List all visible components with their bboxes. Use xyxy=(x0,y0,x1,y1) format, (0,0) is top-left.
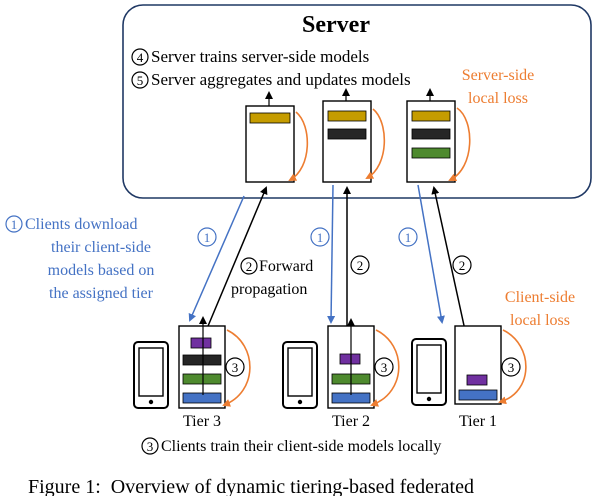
server-layer-gold xyxy=(411,110,451,122)
phone-icon xyxy=(282,341,318,409)
server-loss-loop xyxy=(365,108,386,179)
download-arrow-tier3 xyxy=(188,195,245,322)
step1-number: 1 xyxy=(317,230,324,245)
client-layer-blue xyxy=(182,392,222,404)
server-layer-dark xyxy=(411,128,451,140)
step4-text: Server trains server-side models xyxy=(151,47,369,66)
server-loss-loop xyxy=(448,107,471,181)
step1-number: 1 xyxy=(405,230,412,245)
client-local-loss-line2: local loss xyxy=(510,312,570,329)
tier3-label: Tier 3 xyxy=(183,413,221,430)
client-layer-purple xyxy=(339,353,361,365)
step3-circle-label xyxy=(141,437,159,455)
step1-circle xyxy=(398,227,418,247)
step4-number: 4 xyxy=(137,50,144,65)
client-layer-purple xyxy=(190,337,212,349)
step2-number: 2 xyxy=(357,258,364,273)
tier1-label: Tier 1 xyxy=(459,413,497,430)
forward-line1: Forward xyxy=(259,258,313,275)
tier2-label: Tier 2 xyxy=(332,413,370,430)
phone-icon xyxy=(133,341,169,409)
server-layer-gold xyxy=(327,110,367,122)
step3-number-label: 3 xyxy=(147,439,154,454)
step1-number-label: 1 xyxy=(11,217,18,232)
download-line1: Clients download xyxy=(25,216,137,233)
download-line4: the assigned tier xyxy=(49,285,154,302)
forward-line2: propagation xyxy=(231,281,307,298)
server-layer-green xyxy=(411,147,451,159)
step2-number: 2 xyxy=(459,258,466,273)
server-model-tier3 xyxy=(245,105,295,183)
step2-circle xyxy=(350,255,370,275)
forward-arrow-tier3 xyxy=(202,186,268,339)
server-title: Server xyxy=(302,12,370,38)
server-local-loss-line2: local loss xyxy=(468,90,528,107)
client-local-loss-line1: Client-side xyxy=(505,289,575,306)
step4-circle xyxy=(131,48,149,66)
figure-caption: Figure 1: Overview of dynamic tiering-ba… xyxy=(28,476,474,496)
step5-circle xyxy=(131,71,149,89)
step2-circle-label xyxy=(240,257,258,275)
step3-number: 3 xyxy=(381,360,388,375)
step3-circle xyxy=(225,357,245,377)
step3-circle xyxy=(374,357,394,377)
client-layer-dark xyxy=(182,354,222,366)
download-line3: models based on xyxy=(48,262,155,279)
step5-number: 5 xyxy=(137,73,144,88)
step1-number: 1 xyxy=(204,230,211,245)
download-line2: their client-side xyxy=(51,239,151,256)
server-model-tier2 xyxy=(322,100,372,183)
server-layer-gold xyxy=(249,112,291,124)
server-loss-loop xyxy=(288,111,309,181)
step2-circle xyxy=(452,255,472,275)
phone-icon xyxy=(411,338,447,406)
client-layer-green xyxy=(182,373,222,385)
client-model-tier3 xyxy=(178,325,226,409)
step1-circle xyxy=(197,227,217,247)
step5-text: Server aggregates and updates models xyxy=(151,70,411,89)
server-local-loss-line1: Server-side xyxy=(462,67,535,84)
step2-number-label: 2 xyxy=(246,259,253,274)
client-loss-loop xyxy=(498,329,527,405)
step1-circle-label xyxy=(5,215,23,233)
client-layer-purple xyxy=(466,374,488,386)
client-layer-blue xyxy=(458,389,498,401)
client-loss-loop xyxy=(222,329,251,407)
server-layer-dark xyxy=(327,128,367,140)
server-model-tier1 xyxy=(406,100,456,183)
step3-number: 3 xyxy=(508,360,515,375)
step1-circle xyxy=(310,227,330,247)
client-model-tier1 xyxy=(454,325,502,405)
download-arrow-tier2 xyxy=(327,184,336,324)
download-arrow-tier1 xyxy=(417,184,445,324)
client-loss-loop xyxy=(370,329,400,407)
step3-number: 3 xyxy=(232,360,239,375)
step3-text: Clients train their client-side models l… xyxy=(161,438,441,455)
server-box xyxy=(122,4,592,199)
step3-circle xyxy=(501,357,521,377)
